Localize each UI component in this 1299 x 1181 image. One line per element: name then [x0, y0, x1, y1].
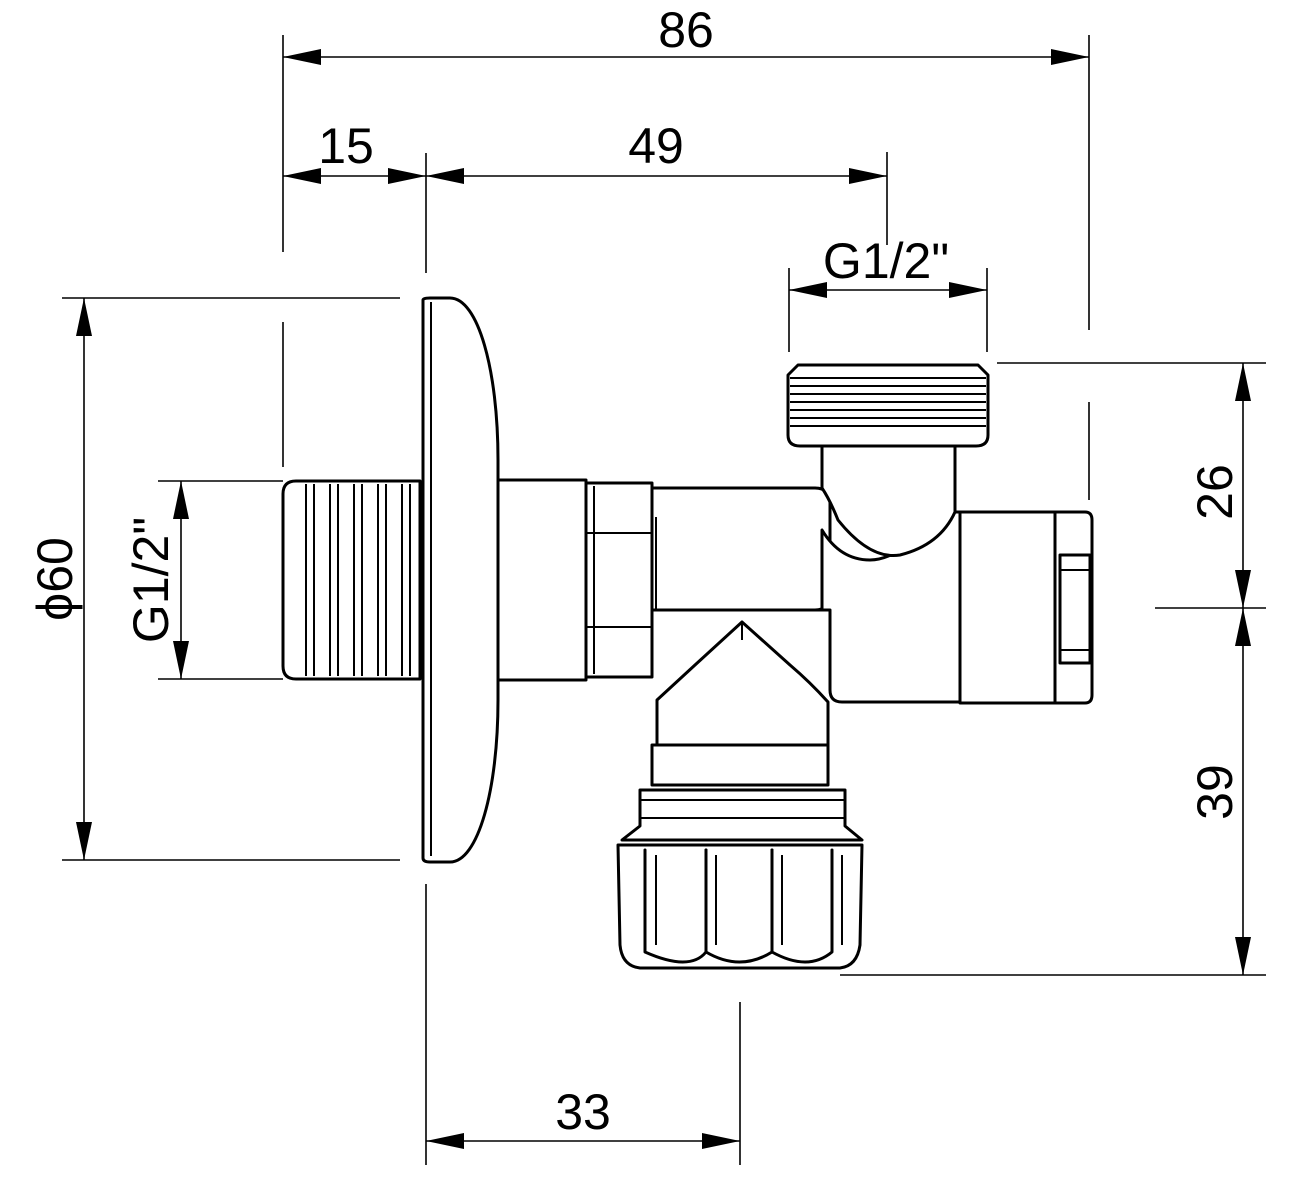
inlet-thread	[281, 479, 422, 681]
dimension-label-top-outlet-height: 26	[1187, 464, 1243, 520]
bottom-cone	[655, 620, 830, 747]
dimension-inlet-thread: G1/2"	[123, 322, 284, 680]
bonnet	[650, 486, 832, 612]
dimension-label-inlet-thread: G1/2"	[123, 517, 179, 643]
dimension-label-escutcheon-offset: 15	[318, 118, 374, 174]
dimension-top-outlet-height: 26	[997, 362, 1266, 609]
bottom-knurled-cap	[616, 843, 864, 970]
dimension-escutcheon-diameter: ϕ60	[27, 297, 400, 861]
dimension-body-to-outlet: 49	[426, 118, 888, 245]
dimension-label-escutcheon-diameter: ϕ60	[27, 537, 83, 621]
dimension-top-thread: G1/2"	[788, 233, 988, 352]
bottom-flare-nut	[620, 788, 864, 842]
handle-cap	[958, 510, 1094, 705]
top-outlet-thread	[786, 363, 990, 448]
top-outlet-neck	[820, 443, 957, 558]
dimension-label-body-to-outlet: 49	[628, 118, 684, 174]
dimension-bottom-outlet-height: 39	[840, 608, 1266, 976]
dimension-label-bottom-outlet-height: 39	[1187, 764, 1243, 820]
dimension-bottom-outlet-offset: 33	[425, 884, 741, 1165]
dimension-label-top-thread: G1/2"	[823, 233, 949, 289]
hex-nut	[584, 481, 654, 679]
escutcheon-plate	[421, 296, 500, 864]
bottom-collar	[650, 743, 830, 787]
dimension-overall-width: 86	[282, 2, 1090, 330]
valve-body	[281, 296, 1094, 970]
dimension-label-overall-width: 86	[658, 2, 714, 58]
main-pipe	[496, 478, 588, 682]
dimension-label-bottom-outlet-offset: 33	[555, 1084, 611, 1140]
dimension-escutcheon-offset: 15	[283, 118, 427, 273]
